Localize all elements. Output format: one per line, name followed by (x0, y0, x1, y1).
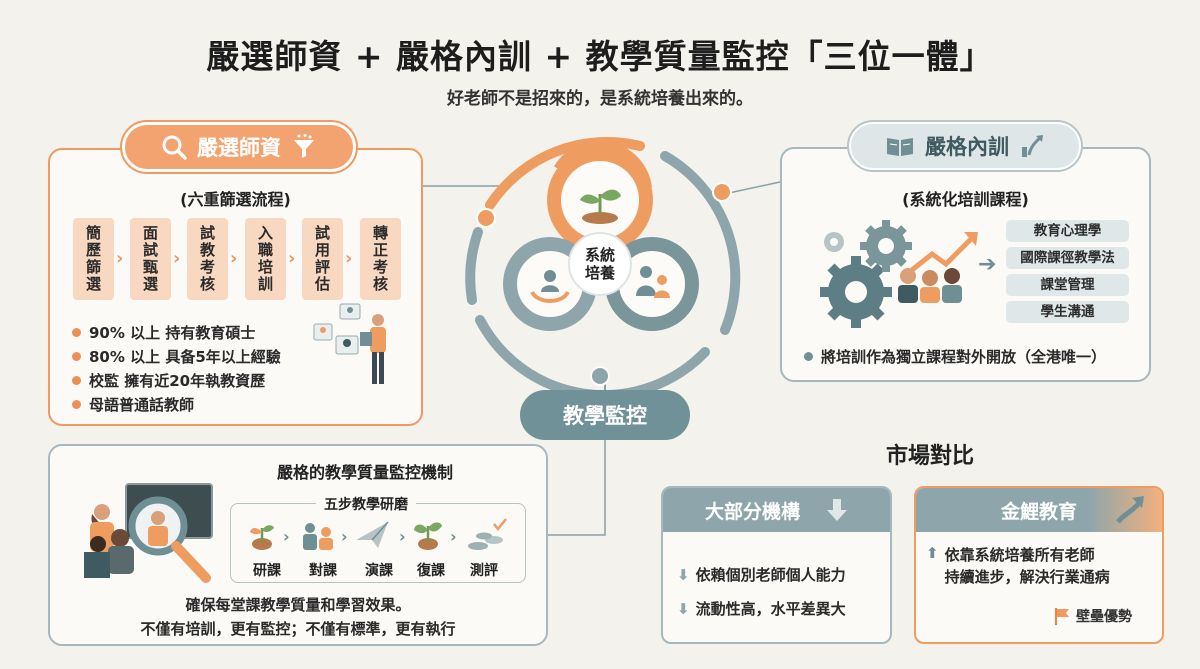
outer-ring-orange (485, 137, 645, 210)
list-item: 母語普通話教師 (72, 392, 281, 416)
outer-ring-teal-right (660, 151, 741, 335)
ring-node-right (712, 182, 732, 202)
chevron-right-icon: › (288, 248, 296, 269)
bullet-dot-icon (72, 351, 81, 361)
center-label: 系統 培養 (584, 246, 615, 282)
screen-step-6: 轉正考核 (360, 218, 401, 300)
plant-icon (414, 522, 442, 550)
market-title: 市場對比 (886, 444, 975, 469)
training-section-title: (系統化培訓課程) (902, 190, 1029, 209)
family-icon (636, 266, 670, 298)
page-subtitle: 好老師不是招來的，是系統培養出來的。 (447, 89, 753, 109)
monitor-footer-line2: 不僅有培訓，更有監控；不僅有標準，更有執行 (140, 620, 456, 638)
monitor-pill: 教學監控 (520, 390, 690, 440)
monitor-section-title: 嚴格的教學質量監控機制 (276, 463, 453, 482)
monitor-footer-line1: 確保每堂課教學質量和學習效果。 (185, 596, 411, 614)
comparison-card-most: 大部分機構 ⬇依賴個別老師個人能力 ⬇流動性高，水平差異大 (661, 486, 892, 644)
course-tag: 學生溝通 (1006, 301, 1129, 323)
bullet-dot-icon (804, 352, 813, 361)
list-item: ⬆ 依靠系統培養所有老師 持續進步，解決行業通病 (926, 544, 1110, 586)
center-circle (568, 232, 632, 296)
svg-text:›: › (450, 527, 457, 546)
connector-bottom (548, 440, 606, 536)
gear-icon (824, 232, 844, 252)
teachers-section-title: (六重篩選流程) (180, 190, 291, 209)
ring-node-bottom (590, 366, 610, 386)
evaluation-icon (468, 518, 507, 550)
teachers-bullet-list: 90% 以上 持有教育碩士 80% 以上 具备5年以上經驗 校監 擁有近20年執… (72, 320, 281, 416)
flag-icon (1055, 608, 1069, 625)
list-item: 校監 擁有近20年執教資歷 (72, 368, 281, 392)
list-item: ⬇流動性高，水平差異大 (677, 599, 846, 619)
paper-plane-icon (356, 521, 389, 548)
course-tag: 國際課徑教學法 (1006, 247, 1129, 269)
screen-step-3: 試教考核 (187, 218, 228, 300)
teachers-pill: 嚴選師資 (122, 122, 356, 172)
classroom-magnifier-illustration (84, 483, 213, 583)
chevron-right-icon: › (116, 248, 124, 269)
list-item: 90% 以上 持有教育碩士 (72, 320, 281, 344)
bullet-dot-icon (72, 399, 81, 409)
course-tag: 課堂管理 (1006, 274, 1129, 296)
monitor-step-5: 測評 (470, 563, 498, 579)
screen-step-2: 面試甄選 (130, 218, 171, 300)
gears-team-illustration (820, 220, 978, 328)
bullet-dot-icon (72, 375, 81, 385)
care-hands-icon (530, 270, 570, 303)
discussion-icon (303, 523, 333, 550)
screen-step-5: 試用評估 (302, 218, 343, 300)
card-header: 金鯉教育 (916, 488, 1162, 532)
arrow-down-icon (827, 499, 847, 521)
page-title: 嚴選師資 + 嚴格內訓 + 教學質量監控「三位一體」 (206, 37, 994, 76)
chevron-right-icon: › (345, 248, 353, 269)
bullet-dot-icon (72, 327, 81, 337)
outer-ring-teal-bottom (475, 315, 710, 400)
five-step-title: 五步教學研磨 (316, 494, 416, 514)
training-note: 將培訓作為獨立課程對外開放（全港唯一） (804, 346, 1106, 367)
training-pill: 嚴格內訓 (849, 122, 1081, 170)
growth-arrow-icon (1022, 135, 1043, 157)
monitor-step-1: 研課 (253, 563, 281, 579)
arrow-down-icon: ⬇ (677, 565, 690, 584)
monitor-panel (48, 444, 548, 646)
arrow-up-icon: ⬆ (926, 544, 939, 562)
list-item: ⬇依賴個別老師個人能力 (677, 565, 846, 585)
svg-text:›: › (399, 527, 406, 546)
five-step-icons: › › › › (250, 518, 507, 550)
book-icon (887, 138, 913, 156)
filter-funnel-icon (294, 134, 314, 158)
course-tag: 教育心理學 (1006, 220, 1129, 242)
curved-arrow-up-icon (1116, 496, 1144, 524)
chevron-right-icon: › (230, 248, 238, 269)
ring-node-left (476, 208, 496, 228)
svg-text:›: › (341, 527, 348, 546)
comparison-card-goldcarp: 金鯉教育 ⬆ 依靠系統培養所有老師 持續進步，解決行業通病 壁壘優勢 (914, 486, 1164, 644)
gear-icon (820, 256, 892, 328)
search-icon (162, 135, 187, 160)
advantage-badge: 壁壘優勢 (1054, 606, 1132, 626)
screen-step-1: 簡歷篩選 (73, 218, 114, 300)
card-header: 大部分機構 (663, 488, 890, 532)
interview-illustration (313, 303, 386, 384)
arrow-down-icon: ⬇ (677, 599, 690, 618)
chevron-right-icon: › (173, 248, 181, 269)
seedling-icon (250, 525, 274, 550)
monitor-step-4: 復課 (417, 563, 445, 579)
list-item: 80% 以上 具备5年以上經驗 (72, 344, 281, 368)
gear-icon (860, 220, 912, 272)
monitor-step-2: 對課 (309, 563, 337, 579)
monitor-step-3: 演課 (365, 563, 393, 579)
trend-line (910, 236, 974, 272)
screen-step-4: 入職培訓 (245, 218, 286, 300)
sprout-icon (580, 189, 621, 224)
arrow-right-icon: ➔ (978, 252, 997, 277)
svg-text:›: › (283, 527, 290, 546)
